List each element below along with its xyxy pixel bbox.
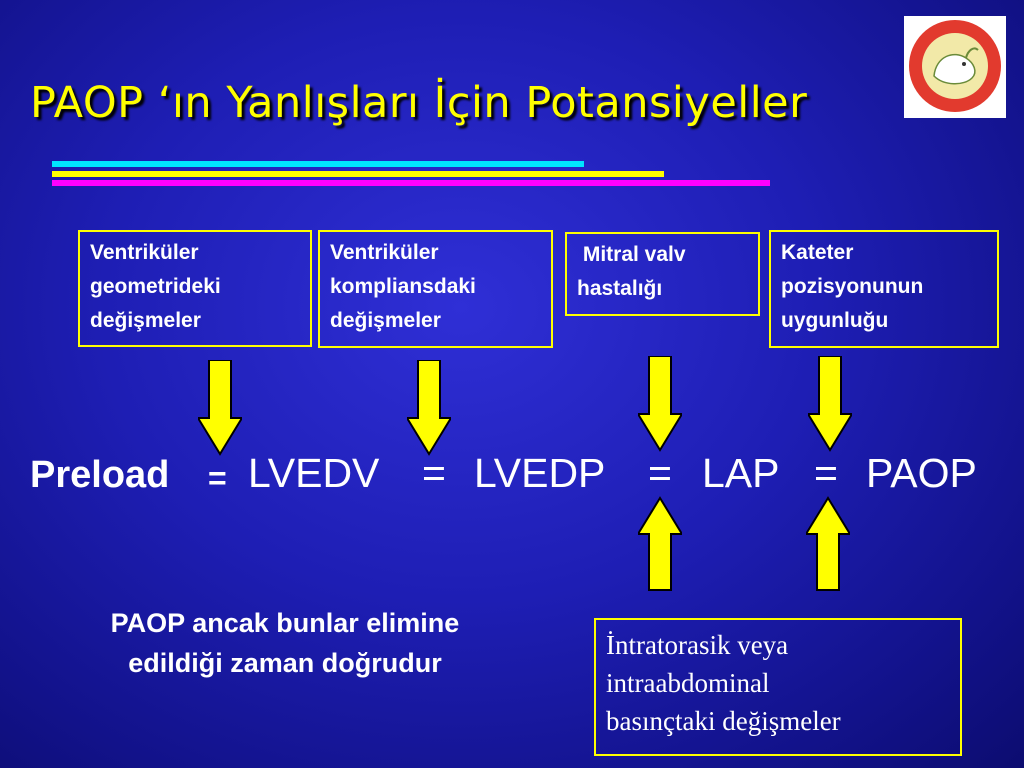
title-underline-yellow: [52, 171, 664, 177]
box-line: intraabdominal: [606, 668, 770, 698]
title-underline-cyan: [52, 161, 584, 167]
box-line: değişmeler: [90, 309, 201, 332]
down-arrow-icon: [407, 360, 451, 456]
slide-title: PAOP ‘ın Yanlışları İçin Potansiyeller: [30, 78, 808, 128]
preload-label: Preload: [30, 454, 170, 496]
box-catheter-position: Kateter pozisyonunun uygunluğu: [769, 230, 999, 348]
up-arrow-icon: [638, 496, 682, 591]
lap-label: LAP: [702, 450, 780, 496]
box-geometry-changes: Ventriküler geometrideki değişmeler: [78, 230, 312, 347]
box-line: Ventriküler: [330, 241, 439, 264]
box-line: Ventriküler: [90, 241, 199, 264]
down-arrow-icon: [808, 356, 852, 452]
box-line: uygunluğu: [781, 309, 889, 332]
note-line: PAOP ancak bunlar elimine: [110, 608, 460, 638]
lvedv-label: LVEDV: [248, 450, 380, 496]
equals-sign: =: [422, 450, 446, 496]
down-arrow-icon: [638, 356, 682, 452]
box-line: İntratorasik veya: [606, 630, 789, 660]
equals-sign: =: [648, 450, 672, 496]
equals-sign: =: [814, 450, 838, 496]
box-line: basınçtaki değişmeler: [606, 706, 841, 736]
elimination-note: PAOP ancak bunlar elimine edildiği zaman…: [40, 603, 530, 683]
box-line: Kateter: [781, 241, 854, 264]
box-compliance-changes: Ventriküler kompliansdaki değişmeler: [318, 230, 553, 348]
title-underline-magenta: [52, 180, 770, 186]
box-line: kompliansdaki: [330, 275, 476, 298]
box-line: Mitral valv: [577, 243, 686, 266]
up-arrow-icon: [806, 496, 850, 591]
box-line: değişmeler: [330, 309, 441, 332]
lvedp-label: LVEDP: [474, 450, 606, 496]
down-arrow-icon: [198, 360, 242, 456]
box-line: pozisyonunun: [781, 275, 924, 298]
box-line: hastalığı: [577, 277, 663, 300]
box-mitral-valve: Mitral valv hastalığı: [565, 232, 760, 316]
paop-label: PAOP: [866, 450, 977, 496]
society-logo-icon: [909, 20, 1001, 112]
society-logo: [904, 16, 1006, 118]
note-line: edildiği zaman doğrudur: [128, 648, 442, 678]
box-line: geometrideki: [90, 275, 221, 298]
equals-sign: =: [208, 460, 227, 496]
box-pressure-changes: İntratorasik veya intraabdominal basınçt…: [594, 618, 962, 756]
